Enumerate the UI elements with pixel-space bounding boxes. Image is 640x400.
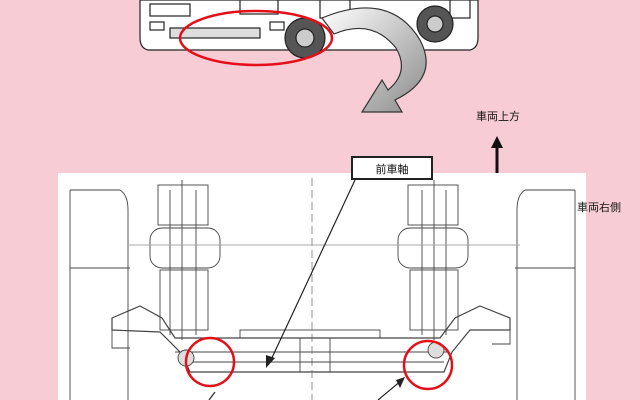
right-axle-highlight [402,339,454,391]
left-axle-highlight [184,336,236,388]
bus-axle-highlight [178,9,334,67]
technical-drawing-panel [58,173,586,400]
curved-arrow-icon [321,7,427,113]
front-axle-label: 前車軸 [351,156,433,180]
leader-lines [208,179,405,400]
front-suspension-drawing [69,178,576,400]
vehicle-up-label: 車両上方 [476,110,520,123]
bus-illustration [139,0,479,59]
vehicle-right-label: 車両右側 [577,201,621,214]
